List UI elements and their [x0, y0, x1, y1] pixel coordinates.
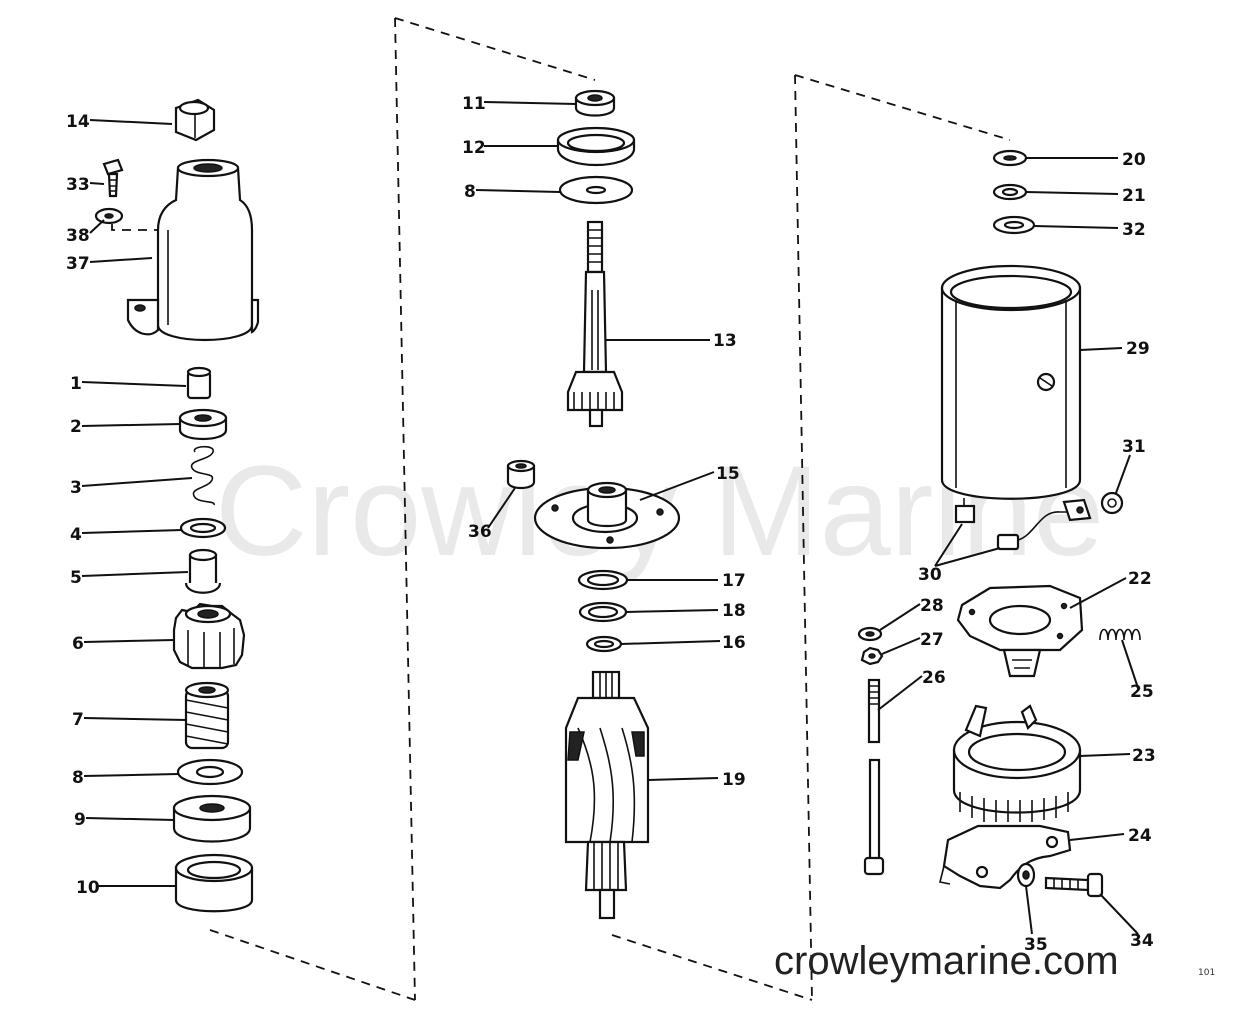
footer-url: crowleymarine.com — [774, 939, 1119, 983]
callout-37: 37 — [66, 254, 90, 274]
part-14-nut — [174, 98, 216, 142]
callout-34: 34 — [1130, 931, 1154, 951]
part-21-washer — [992, 183, 1028, 201]
callout-labels: 14 33 38 37 1 2 3 4 5 6 7 8 9 10 11 12 8… — [66, 94, 1156, 955]
part-6-pinion-gear — [172, 602, 246, 670]
part-27-lock-washer — [860, 646, 884, 666]
callout-9: 9 — [74, 810, 86, 830]
callout-10: 10 — [76, 878, 100, 898]
callout-22: 22 — [1128, 569, 1152, 589]
part-1-bushing — [186, 366, 212, 400]
part-8-washer-center — [558, 175, 634, 205]
callout-4: 4 — [70, 525, 82, 545]
callout-5: 5 — [70, 568, 82, 588]
part-12-cap — [556, 126, 636, 166]
callout-23: 23 — [1132, 746, 1156, 766]
part-13-shaft — [566, 220, 624, 428]
callout-31: 31 — [1122, 437, 1146, 457]
part-31-nut — [1100, 491, 1124, 515]
callout-19: 19 — [722, 770, 746, 790]
part-25-springs — [1099, 628, 1141, 641]
part-24-bracket — [939, 824, 1072, 890]
callout-7: 7 — [72, 710, 84, 730]
part-29-frame — [940, 264, 1082, 500]
callout-26: 26 — [922, 668, 946, 688]
part-8-washer-left — [176, 758, 244, 786]
callout-33: 33 — [66, 175, 90, 195]
callout-16: 16 — [722, 633, 746, 653]
part-15-end-plate — [533, 481, 681, 550]
callout-21: 21 — [1122, 186, 1146, 206]
callout-3: 3 — [70, 478, 82, 498]
callout-18: 18 — [722, 601, 746, 621]
callout-17: 17 — [722, 571, 746, 591]
part-20-washer — [992, 149, 1028, 167]
part-26-through-bolt — [863, 678, 885, 876]
callout-25: 25 — [1130, 682, 1154, 702]
part-35-washer — [1016, 862, 1036, 888]
figure-code: 101 — [1198, 968, 1215, 978]
part-28-nut — [857, 626, 883, 642]
callout-32: 32 — [1122, 220, 1146, 240]
part-22-brush-plate — [956, 584, 1084, 678]
callout-27: 27 — [920, 630, 944, 650]
part-5-sleeve — [184, 548, 222, 594]
part-10-cup — [174, 853, 254, 913]
part-36-bushing — [506, 459, 536, 490]
part-33-screw — [102, 158, 124, 198]
callout-24: 24 — [1128, 826, 1152, 846]
callout-6: 6 — [72, 634, 84, 654]
part-18-washer — [578, 601, 628, 623]
part-32-washer — [992, 215, 1036, 235]
part-9-collar — [172, 794, 252, 843]
part-23-end-housing — [952, 704, 1082, 822]
callout-13: 13 — [713, 331, 737, 351]
callout-12: 12 — [462, 138, 486, 158]
part-2-collar — [178, 408, 228, 440]
dashed-boundary-right — [611, 74, 1011, 1001]
part-19-armature — [564, 670, 650, 920]
part-34-screw — [1044, 872, 1104, 898]
callout-2: 2 — [70, 417, 82, 437]
callout-36: 36 — [468, 522, 492, 542]
callout-28: 28 — [920, 596, 944, 616]
callout-11: 11 — [462, 94, 486, 114]
part-11-bushing — [574, 89, 616, 117]
callout-35: 35 — [1024, 935, 1048, 955]
part-7-drive-screw — [184, 681, 230, 750]
leader-lines — [81, 101, 1139, 935]
part-37-housing — [126, 158, 260, 342]
part-16-washer — [585, 635, 623, 653]
callout-1: 1 — [70, 374, 82, 394]
part-38-washer — [94, 207, 158, 231]
callout-20: 20 — [1122, 150, 1146, 170]
callout-15: 15 — [716, 464, 740, 484]
part-3-spring — [190, 445, 215, 506]
dashed-boundary-left — [209, 17, 596, 1001]
callout-30: 30 — [918, 565, 942, 585]
part-17-washer — [577, 569, 629, 591]
callout-38: 38 — [66, 226, 90, 246]
part-4-washer — [179, 517, 227, 539]
callout-8-center: 8 — [464, 182, 476, 202]
callout-29: 29 — [1126, 339, 1150, 359]
callout-8-left: 8 — [72, 768, 84, 788]
part-30-brush-lead — [954, 498, 1092, 551]
callout-14: 14 — [66, 112, 90, 132]
